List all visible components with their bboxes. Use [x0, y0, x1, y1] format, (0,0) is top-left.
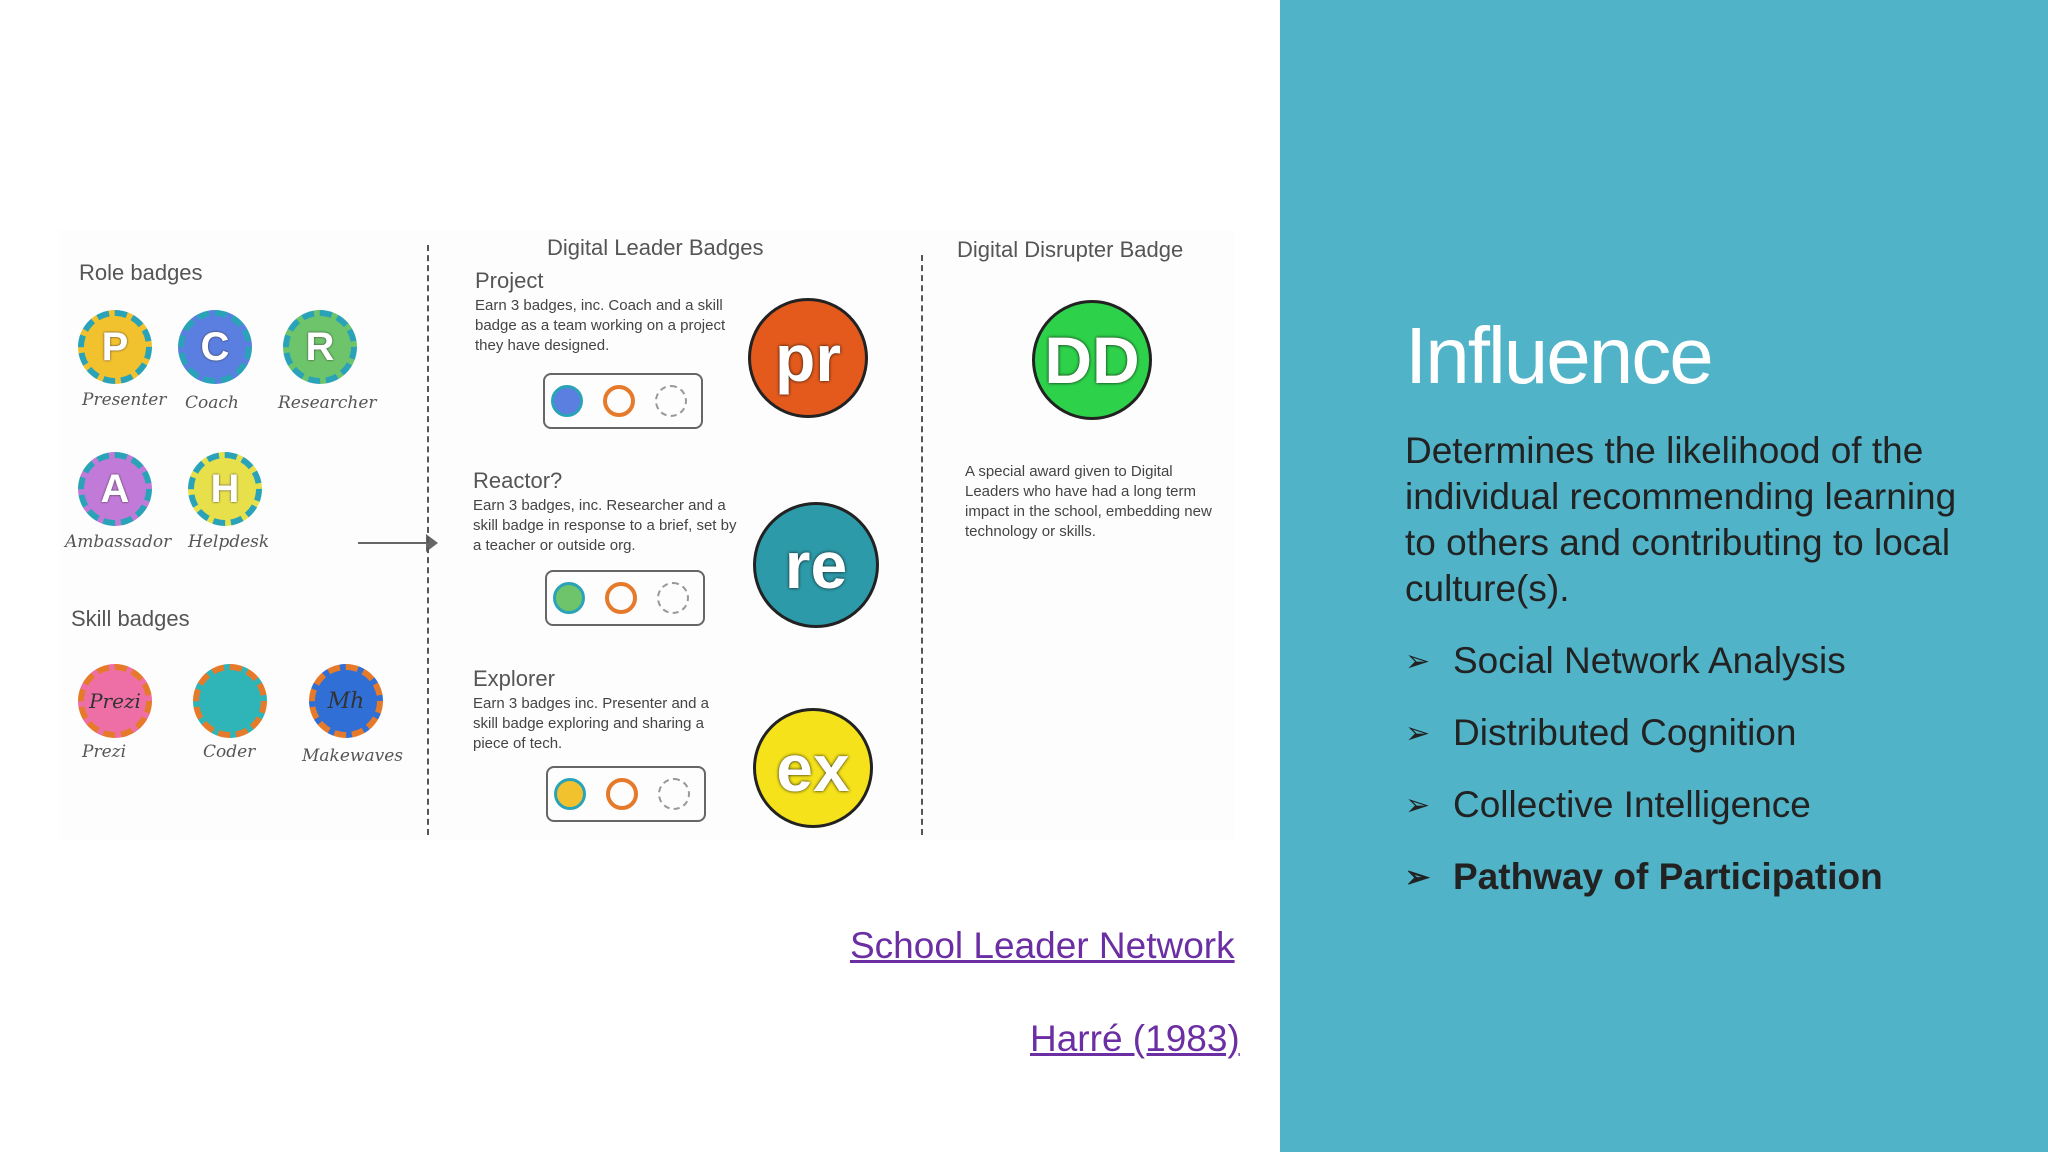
bullet-text: Social Network Analysis — [1453, 640, 1846, 681]
presenter-badge: P — [78, 310, 152, 384]
formula-coach-icon — [551, 385, 583, 417]
disrupter-text: A special award given to Digital Leaders… — [965, 463, 1212, 540]
arrow-bullet-icon: ➢ — [1405, 645, 1431, 678]
explorer-formula — [546, 766, 706, 822]
reactor-badge: re — [753, 502, 879, 628]
arrow-bullet-icon: ➢ — [1405, 717, 1431, 750]
formula-skill-icon — [603, 385, 635, 417]
explorer-text: Earn 3 badges inc. Presenter and a skill… — [473, 695, 709, 752]
bullet-text: Pathway of Participation — [1453, 856, 1883, 897]
formula-presenter-icon — [554, 778, 586, 810]
project-formula — [543, 373, 703, 429]
formula-researcher-icon — [553, 582, 585, 614]
reactor-title: Reactor? — [473, 468, 563, 493]
formula-skill-icon — [606, 778, 638, 810]
coder-badge — [193, 664, 267, 738]
prezi-badge: Prezi — [78, 664, 152, 738]
coach-badge: C — [178, 310, 252, 384]
bullet-text: Distributed Cognition — [1453, 712, 1797, 753]
bullet-item: ➢ Social Network Analysis — [1405, 640, 1883, 712]
role-badges-heading: Role badges — [79, 260, 203, 285]
reactor-text: Earn 3 badges, inc. Researcher and a ski… — [473, 497, 737, 554]
divider-right — [921, 255, 923, 835]
helpdesk-label: Helpdesk — [188, 532, 270, 552]
arrow-line — [358, 542, 428, 544]
explorer-badge: ex — [753, 708, 873, 828]
makewaves-badge: Mh — [309, 664, 383, 738]
school-leader-network-link[interactable]: School Leader Network — [850, 925, 1235, 966]
ambassador-label: Ambassador — [65, 532, 172, 552]
prezi-label: Prezi — [82, 742, 127, 762]
arrow-bullet-icon: ➢ — [1405, 789, 1431, 822]
bullet-item: ➢ Distributed Cognition — [1405, 712, 1883, 784]
project-title: Project — [475, 268, 544, 293]
bullet-text: Collective Intelligence — [1453, 784, 1811, 825]
explorer-title: Explorer — [473, 666, 555, 691]
content-panel — [1280, 0, 2048, 1152]
slide-description: Determines the likelihood of the individ… — [1405, 430, 1957, 609]
leader-badges-heading: Digital Leader Badges — [547, 235, 764, 260]
researcher-label: Researcher — [278, 393, 377, 413]
arrow-bullet-icon: ➢ — [1405, 861, 1431, 894]
skill-badges-heading: Skill badges — [71, 606, 190, 631]
disrupter-heading: Digital Disrupter Badge — [957, 237, 1184, 262]
project-badge: pr — [748, 298, 868, 418]
bullet-item: ➢ Pathway of Participation — [1405, 856, 1883, 928]
formula-any-icon — [658, 778, 690, 810]
makewaves-label: Makewaves — [302, 746, 403, 766]
project-text: Earn 3 badges, inc. Coach and a skill ba… — [475, 297, 726, 354]
formula-any-icon — [655, 385, 687, 417]
badge-diagram-image: Role badges P Presenter C Coach R Resear… — [60, 230, 1235, 840]
divider-left — [427, 245, 429, 835]
formula-any-icon — [657, 582, 689, 614]
reactor-formula — [545, 570, 705, 626]
researcher-badge: R — [283, 310, 357, 384]
formula-skill-icon — [605, 582, 637, 614]
coder-label: Coder — [203, 742, 256, 762]
coach-label: Coach — [185, 393, 239, 413]
ambassador-badge: A — [78, 452, 152, 526]
presenter-label: Presenter — [82, 390, 167, 410]
slide-title: Influence — [1405, 311, 1714, 400]
harre-citation-link[interactable]: Harré (1983) — [1030, 1018, 1240, 1059]
bullet-list: ➢ Social Network Analysis ➢ Distributed Co… — [1405, 640, 1883, 928]
disrupter-badge: DD — [1032, 300, 1152, 420]
helpdesk-badge: H — [188, 452, 262, 526]
arrow-head-icon — [426, 534, 438, 552]
bullet-item: ➢ Collective Intelligence — [1405, 784, 1883, 856]
